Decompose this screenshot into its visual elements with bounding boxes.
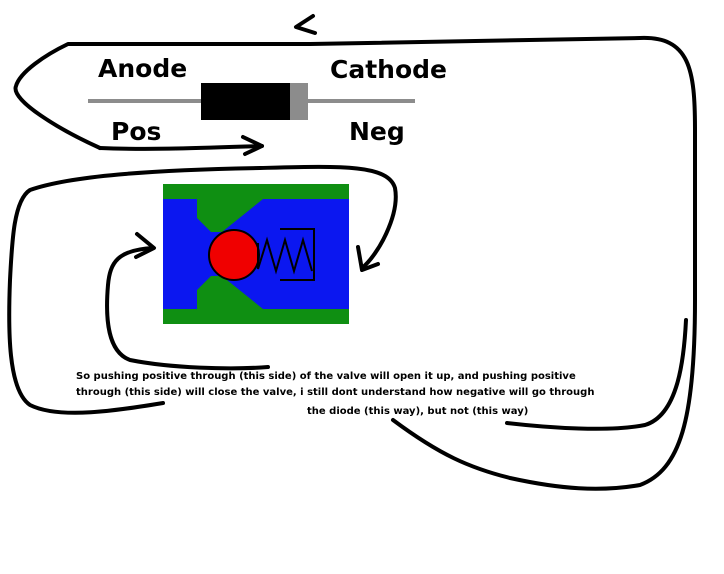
check-valve — [163, 184, 349, 324]
outer-loop-arrow — [13, 35, 697, 491]
valve-left-arrow — [105, 246, 270, 371]
cathode-label: Cathode — [330, 55, 447, 84]
outer-loop-arrowhead — [294, 14, 317, 35]
valve-loop-arrow — [7, 164, 398, 415]
diode — [88, 83, 415, 120]
pos-label: Pos — [111, 117, 161, 146]
valve-right-arrowhead — [356, 245, 380, 272]
neg-label: Neg — [349, 117, 405, 146]
pos-arrowhead — [241, 135, 264, 156]
valve-left-arrowhead — [134, 232, 156, 259]
note-line-2: through (this side) will close the valve… — [76, 387, 594, 398]
note-line-3: the diode (this way), but not (this way) — [307, 406, 528, 417]
diode-body — [201, 83, 291, 120]
valve-ball — [208, 229, 260, 281]
valve-spring — [257, 236, 313, 275]
note-tail-right — [505, 318, 688, 431]
anode-label: Anode — [98, 54, 187, 83]
valve-spring-stop — [280, 228, 315, 281]
note-line-1: So pushing positive through (this side) … — [76, 371, 576, 382]
cathode-band — [290, 83, 308, 120]
pos-arrow — [98, 144, 264, 151]
